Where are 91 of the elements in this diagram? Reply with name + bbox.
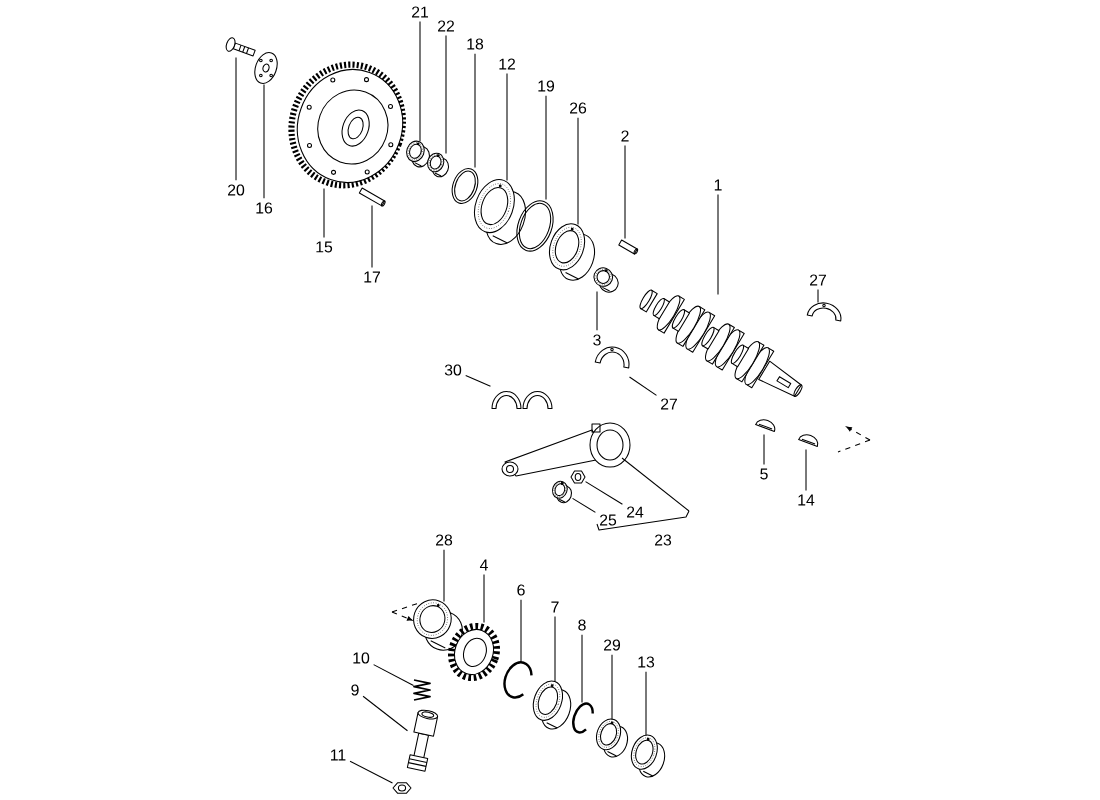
leader-line [465,375,491,387]
callout-number: 27 [661,398,677,410]
circlip-drawing [572,702,594,734]
bushing-drawing [551,480,573,504]
leader-line [596,291,598,331]
callout-number: 28 [436,534,453,546]
nut-drawing [392,782,412,794]
callout-number: 23 [655,534,672,546]
callout-number: 2 [621,130,629,142]
ring-drawing [516,200,554,252]
callout-number: 11 [331,749,346,761]
leader-line [629,376,657,396]
callout-number: 3 [593,334,601,346]
drive-shaft-drawing [406,709,439,772]
leader-line [371,205,373,269]
leader-line [323,188,325,238]
leader-line [263,84,265,199]
callout-number: 17 [364,271,380,283]
callout-number: 25 [600,514,617,526]
pin-drawing [358,187,386,207]
leader-line [805,449,807,492]
callout-number: 9 [351,684,359,696]
pin-drawing [618,239,639,255]
leader-line [545,95,547,200]
spring-drawing [413,679,431,701]
callout-number: 26 [570,102,587,114]
bearing-shell-drawing [594,346,630,369]
bearing-shells-drawing [491,390,553,410]
callout-number: 22 [438,20,454,32]
leader-line [817,289,819,303]
nut-drawing [570,470,586,484]
callout-number: 15 [316,241,333,253]
gear-drawing [447,622,501,682]
callout-number: 21 [412,6,428,18]
crankshaft-drawing [639,289,803,397]
callout-number: 1 [714,179,722,191]
callout-number: 7 [551,601,559,613]
callout-number: 18 [467,38,484,50]
circlip-drawing [503,661,533,699]
leader-line [474,53,476,168]
leader-line [373,664,414,687]
callout-number: 30 [444,364,462,376]
callout-number: 13 [638,656,655,668]
bushing-drawing [593,267,619,293]
washer-drawing [254,52,278,84]
leader-line [572,497,596,513]
bearing-drawing [532,680,572,730]
callout-number: 14 [798,494,815,506]
leader-line [483,573,485,623]
callout-number: 16 [256,202,273,214]
bearing-drawing [473,179,527,245]
callout-number: 6 [517,584,525,596]
bearing-drawing [549,223,596,281]
leader-line [445,35,447,154]
callout-number: 24 [627,506,644,518]
callout-number: 4 [479,559,488,571]
key-drawing [755,419,776,432]
leader-line [443,549,445,602]
callout-number: 29 [604,639,621,651]
leader-line [645,671,647,736]
leader-line [611,654,613,720]
callout-number: 27 [810,274,826,286]
leader-line [554,615,556,682]
bearing-drawing [413,599,463,651]
leader-line [717,193,719,295]
bushing-drawing [427,152,449,178]
leader-line [763,434,765,465]
callout-number: 8 [578,619,586,631]
bearing-shell-drawing [806,302,842,322]
leader-line [577,117,579,225]
bearing-drawing [630,734,666,778]
leader-line [419,21,421,142]
flywheel-drawing [288,61,406,189]
bolt-drawing [225,37,256,57]
ring-drawing [451,168,479,204]
callout-number: 5 [760,468,768,480]
callout-number: 19 [538,80,555,92]
bushing-drawing [406,140,430,168]
leader-line [362,695,408,732]
key-drawing [798,434,819,447]
leader-line [581,634,583,703]
callout-number: 20 [228,184,245,196]
leader-line [585,481,623,505]
leader-line [349,760,393,784]
leader-line [520,599,522,662]
callout-number: 12 [499,58,515,70]
leader-line [624,145,626,239]
bearing-drawing [595,718,629,758]
leader-line [235,57,237,181]
leader-line [506,73,508,181]
callout-number: 10 [353,652,370,664]
